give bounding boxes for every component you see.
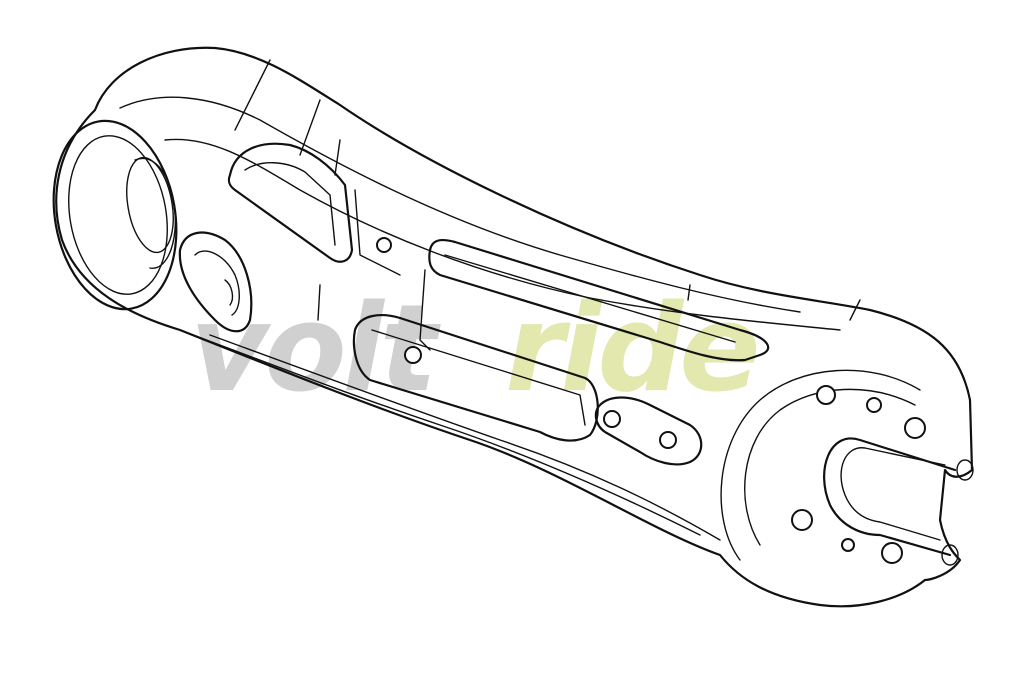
dropout-hole-2 (866, 397, 882, 413)
central-channel (428, 239, 770, 362)
right-dropout (720, 369, 974, 566)
dropout-hole-1 (816, 385, 836, 405)
web-hole (376, 237, 392, 253)
left-bushing (52, 119, 178, 311)
slot-hole (404, 346, 422, 364)
dropout-hole-4 (791, 509, 813, 531)
lower-slot (352, 314, 599, 442)
arm-top-edge (119, 96, 801, 313)
dropout-hole-5 (841, 538, 855, 552)
arm-top-edge-2 (164, 138, 841, 331)
seam-lines (234, 59, 861, 321)
watermark: volt ride (190, 280, 761, 419)
link-plate (594, 396, 703, 466)
arm-outer-outline (55, 46, 974, 608)
watermark-ride: ride (505, 280, 757, 419)
axle-slot (823, 437, 957, 557)
triangle-pocket (178, 231, 253, 333)
upper-slot (227, 142, 354, 263)
dropout-hole-3 (904, 417, 926, 439)
dropout-hole-6 (881, 542, 903, 564)
